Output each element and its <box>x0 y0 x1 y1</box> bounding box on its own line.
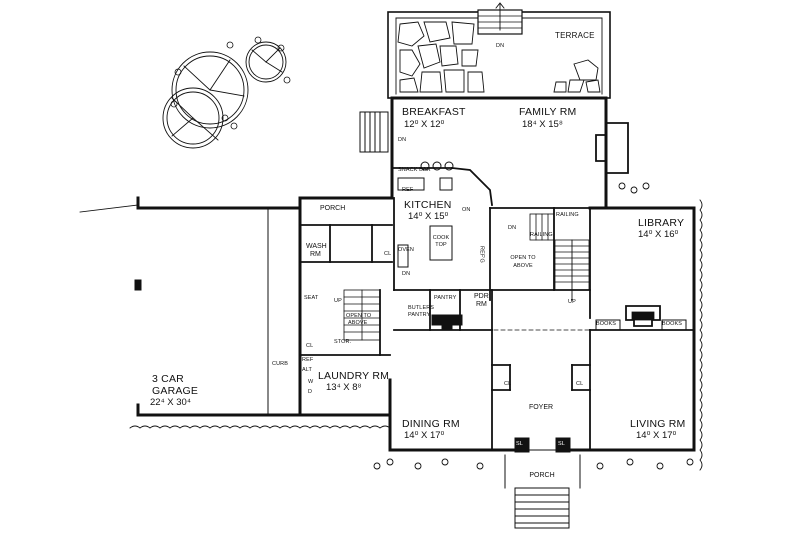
front-porch-label: PORCH <box>529 472 555 479</box>
cooktop-label: COOK <box>432 235 450 241</box>
pantry-label: PANTRY <box>434 295 457 301</box>
kitchen-label: KITCHEN <box>404 199 452 211</box>
wash-closet-label: CL <box>384 251 392 257</box>
foyer-closet-right-label: CL <box>576 381 584 387</box>
library-dim: 14⁰ X 16⁰ <box>638 229 679 240</box>
garage-label: 3 CAR <box>152 373 184 385</box>
back-stair-up-label: UP <box>334 298 342 304</box>
books-right-label: BOOKS <box>662 321 683 327</box>
back-dn-label: DN <box>402 271 411 277</box>
sidelight-right-label: SL <box>558 441 565 447</box>
wash-room-label: WASH <box>306 243 327 250</box>
oven-label: OVEN <box>398 247 414 253</box>
back-closet-label: CL <box>306 343 314 349</box>
ref-label: REF <box>402 187 414 193</box>
railing-top-label: RAILING <box>556 212 579 218</box>
sidelight-left-label: SL <box>516 441 523 447</box>
kitchen-dim: 14⁰ X 15⁰ <box>408 211 449 222</box>
books-left-label: BOOKS <box>596 321 617 327</box>
on-label: ON <box>462 207 471 213</box>
garage-details <box>79 204 142 291</box>
foyer-closet-left-label: CL <box>504 381 512 387</box>
front-steps <box>504 454 581 529</box>
terrace-area <box>387 2 611 99</box>
dining-label: DINING RM <box>402 418 460 430</box>
seat-label: SEAT <box>304 295 319 301</box>
rear-porch-label: PORCH <box>320 205 346 212</box>
garage-label-2: GARAGE <box>152 385 199 397</box>
laundry-label: LAUNDRY RM <box>318 370 390 382</box>
garage-dim: 22⁴ X 30⁴ <box>150 397 191 408</box>
back-open-above-label-2: ABOVE <box>348 320 368 326</box>
back-open-above-label: OPEN TO <box>346 313 372 319</box>
main-stair <box>529 213 590 301</box>
stair-dn-label: DN <box>508 225 517 231</box>
family-dim: 18⁴ X 15⁸ <box>522 119 563 130</box>
side-steps <box>359 111 389 153</box>
open-above-label: OPEN TO <box>510 255 536 261</box>
breakfast-dn-label: DN <box>398 137 407 143</box>
kitchen-fixtures <box>397 161 454 268</box>
alt-label: ALT <box>302 367 312 373</box>
terrace-label: TERRACE <box>555 31 595 40</box>
shrubs <box>170 36 291 130</box>
breakfast-label: BREAKFAST <box>402 106 466 118</box>
laundry-dim: 13⁴ X 8⁸ <box>326 382 362 393</box>
beams <box>493 289 591 331</box>
wash-room-label-2: RM <box>310 251 321 258</box>
family-label: FAMILY RM <box>519 106 577 118</box>
open-above-label-2: ABOVE <box>513 263 533 269</box>
breakfast-dim: 12⁰ X 12⁰ <box>404 119 445 130</box>
snack-bar-label: SNACK BAR <box>398 167 431 173</box>
terrace-dn-label: DN <box>496 43 505 49</box>
railing-bottom-label: RAILING <box>530 232 553 238</box>
fireplaces <box>431 122 687 331</box>
tree-cluster <box>162 41 287 149</box>
living-dim: 14⁰ X 17⁰ <box>636 430 677 441</box>
washer-label: W <box>308 379 314 385</box>
storage-label: STOR. <box>334 339 352 345</box>
library-label: LIBRARY <box>638 217 685 229</box>
back-stair <box>343 289 381 341</box>
powder-room-label-2: RM <box>476 301 487 308</box>
powder-room-label: PDR <box>474 293 489 300</box>
exterior-walls <box>136 96 696 452</box>
hedge-line <box>129 182 703 471</box>
living-label: LIVING RM <box>630 418 686 430</box>
foyer-label: FOYER <box>528 404 554 411</box>
refg-label: REF'G <box>478 246 485 263</box>
main-stair-up-label: UP <box>568 299 576 305</box>
curb-label: CURB <box>272 361 288 367</box>
butlers-pantry-label-2: PANTRY <box>408 312 431 318</box>
dryer-label: D <box>308 389 313 395</box>
laundry-ref-label: REF <box>302 357 314 363</box>
cooktop-label-2: TOP <box>435 242 447 248</box>
dining-dim: 14⁰ X 17⁰ <box>404 430 445 441</box>
front-entry <box>514 437 571 453</box>
butlers-pantry-label: BUTLERS <box>408 305 435 311</box>
